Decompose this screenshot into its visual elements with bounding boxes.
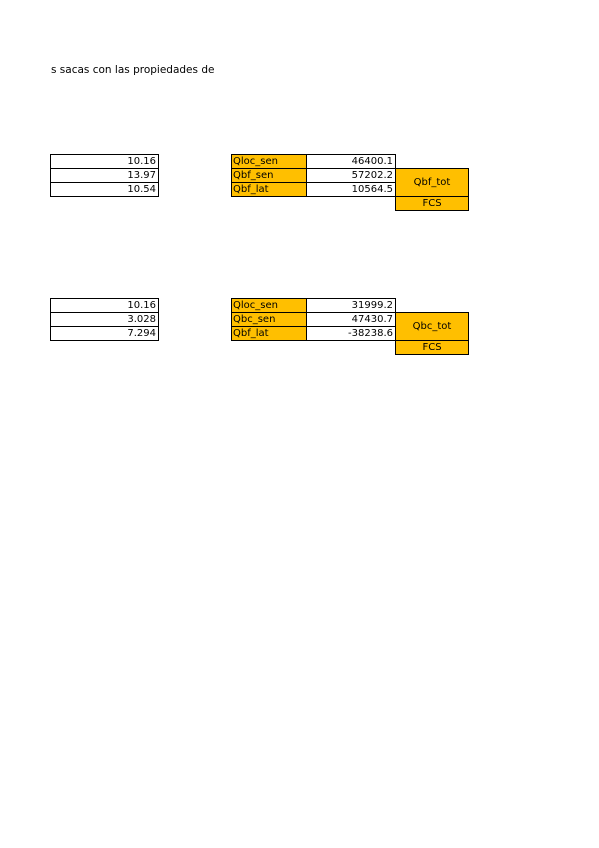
- cell-b2-label-qloc-sen[interactable]: Qloc_sen: [231, 298, 307, 313]
- sheet-heading: s sacas con las propiedades de: [51, 64, 215, 76]
- cell-b2-left-2[interactable]: 3.028: [50, 312, 159, 327]
- cell-b2-left-3[interactable]: 7.294: [50, 326, 159, 341]
- cell-b2-left-1[interactable]: 10.16: [50, 298, 159, 313]
- cell-b1-value-qloc-sen[interactable]: 46400.1: [306, 154, 396, 169]
- cell-b1-fcs-label[interactable]: FCS: [395, 196, 469, 211]
- cell-b1-label-qloc-sen[interactable]: Qloc_sen: [231, 154, 307, 169]
- cell-b1-label-qbf-sen[interactable]: Qbf_sen: [231, 168, 307, 183]
- cell-b1-label-qbf-lat[interactable]: Qbf_lat: [231, 182, 307, 197]
- cell-b2-value-qbc-sen[interactable]: 47430.7: [306, 312, 396, 327]
- cell-b2-fcs-label[interactable]: FCS: [395, 340, 469, 355]
- cell-b2-label-qbf-lat[interactable]: Qbf_lat: [231, 326, 307, 341]
- cell-b1-left-2[interactable]: 13.97: [50, 168, 159, 183]
- cell-b1-left-1[interactable]: 10.16: [50, 154, 159, 169]
- cell-b1-left-3[interactable]: 10.54: [50, 182, 159, 197]
- cell-b2-label-qbc-sen[interactable]: Qbc_sen: [231, 312, 307, 327]
- cell-b2-value-qbf-lat[interactable]: -38238.6: [306, 326, 396, 341]
- cell-b1-value-qbf-lat[interactable]: 10564.5: [306, 182, 396, 197]
- cell-b2-value-qloc-sen[interactable]: 31999.2: [306, 298, 396, 313]
- cell-b1-value-qbf-sen[interactable]: 57202.2: [306, 168, 396, 183]
- cell-b1-total-label[interactable]: Qbf_tot: [395, 168, 469, 197]
- cell-b2-total-label[interactable]: Qbc_tot: [395, 312, 469, 341]
